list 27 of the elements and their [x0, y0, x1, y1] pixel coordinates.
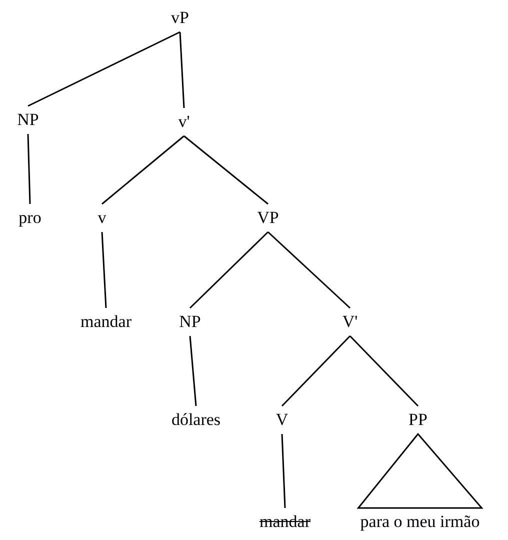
branch-line [189, 231, 269, 309]
branch-line [189, 336, 197, 406]
branch-line [268, 231, 350, 309]
tree-label: PP [408, 410, 428, 430]
branch-line [27, 134, 31, 204]
branch-line [28, 31, 180, 107]
tree-label: V' [342, 312, 358, 332]
tree-label: V [276, 410, 288, 430]
tree-label: pro [18, 208, 42, 228]
tree-label: dólares [171, 410, 221, 430]
tree-label: v' [178, 112, 190, 132]
branch-line [184, 135, 268, 205]
triangle-edge [356, 432, 484, 509]
tree-label: mandar [80, 312, 132, 332]
tree-label: para o meu irmão [360, 512, 480, 532]
tree-label: VP [257, 208, 279, 228]
struck-word: mandar [260, 512, 310, 532]
tree-label: NP [179, 312, 201, 332]
branch-line [102, 135, 184, 205]
tree-label: vP [171, 8, 189, 28]
branch-line [281, 434, 286, 508]
branch-line [101, 232, 107, 308]
branch-line [281, 335, 351, 407]
branch-line [179, 32, 185, 108]
branch-line [349, 335, 419, 407]
tree-label: NP [17, 110, 39, 130]
tree-label: v [98, 208, 106, 228]
